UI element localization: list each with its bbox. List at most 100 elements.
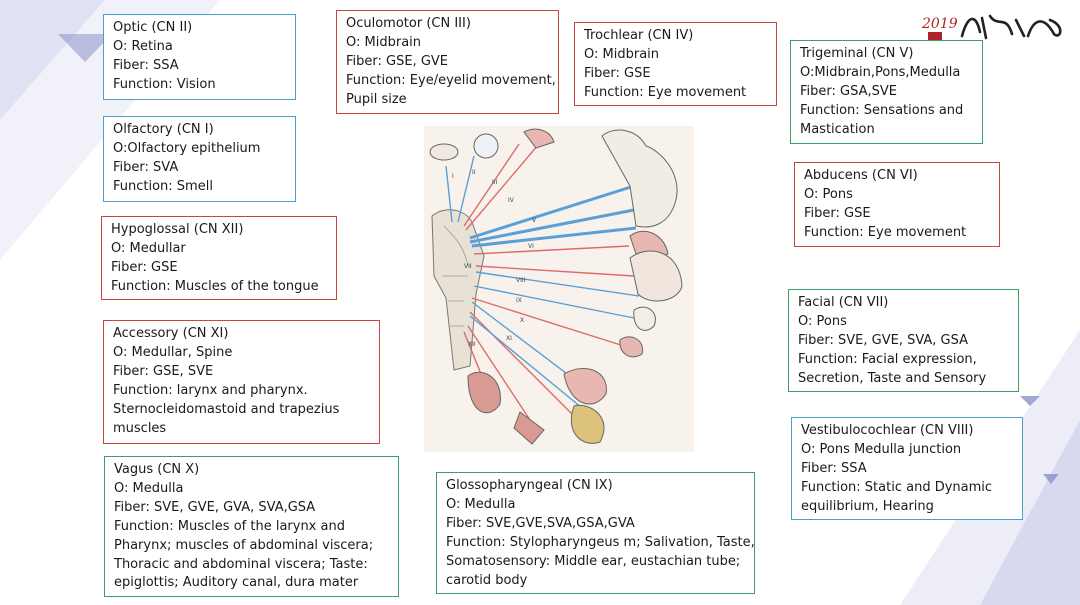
card-origin: O: Medullar, Spine [113,344,233,360]
card-function-cont: Thoracic and abdominal viscera; Taste: [114,556,368,572]
card-function: Function: Smell [113,178,213,194]
card-origin: O: Medulla [114,480,184,496]
card-function: Function: Eye movement [584,84,747,100]
card-fiber: Fiber: GSA,SVE [800,83,897,99]
label-x: X [520,317,524,324]
card-glossopharyngeal-cn-ix: Glossopharyngeal (CN IX) O: Medulla Fibe… [436,472,755,594]
card-oculomotor-cn-iii: Oculomotor (CN III) O: Midbrain Fiber: G… [336,10,559,114]
card-function: Function: Facial expression, [798,351,977,367]
label-xii: XII [468,341,476,348]
nerve-fiber-5c [471,226,637,248]
nerve-fiber-11 [467,325,535,427]
target-organs [429,128,683,445]
eye-muscles [523,128,555,149]
label-iii: III [492,179,498,186]
card-function: Function: Muscles of the tongue [111,278,319,294]
card-origin: O: Pons [804,186,853,202]
card-fiber: Fiber: GSE, GVE [346,53,449,69]
brand-logo: 2019 [921,14,1062,42]
card-title: Vagus (CN X) [114,462,200,477]
nerve-fibers [445,137,640,427]
card-title: Trochlear (CN IV) [584,28,694,43]
card-function-cont: equilibrium, Hearing [801,498,934,514]
card-function: Function: Eye movement [804,224,967,240]
card-function-cont: Mastication [800,121,875,137]
card-fiber: Fiber: SVE, GVE, GVA, SVA,GSA [114,499,316,515]
label-vii: VII [464,263,472,270]
nerve-fiber-5b [469,208,635,244]
small-triangle-top [58,34,112,62]
nerve-fiber-7b [475,271,640,297]
card-function-cont: carotid body [446,572,528,588]
olfactory-bulb [429,143,459,161]
card-fiber: Fiber: GSE [584,65,651,81]
nerve-fiber-8 [473,285,635,319]
nerve-fiber-6 [473,245,630,255]
card-title: Vestibulocochlear (CN VIII) [801,423,974,438]
card-function-cont: Pharynx; muscles of abdominal viscera; [114,537,374,553]
tongue-muscles [467,371,501,414]
card-origin: O: Midbrain [584,46,660,62]
card-trochlear-cn-iv: Trochlear (CN IV) O: Midbrain Fiber: GSE… [574,22,777,106]
nerve-fiber-2 [457,155,475,223]
card-function-cont: Somatosensory: Middle ear, eustachian tu… [446,553,741,569]
face-profile [601,129,678,228]
card-fiber: Fiber: SSA [801,460,867,476]
card-olfactory-cn-i: Olfactory (CN I) O:Olfactory epithelium … [103,116,296,202]
larynx-pharynx [563,368,607,405]
small-triangle-right-2 [1043,474,1059,484]
card-fiber: Fiber: SVA [113,159,179,175]
card-title: Olfactory (CN I) [113,122,214,137]
card-origin: O: Retina [113,38,173,54]
card-function: Function: Sensations and [800,102,964,118]
card-origin: O:Midbrain,Pons,Medulla [800,64,961,80]
card-facial-cn-vii: Facial (CN VII) O: Pons Fiber: SVE, GVE,… [788,289,1019,392]
inner-ear [633,306,656,331]
card-title: Glossopharyngeal (CN IX) [446,478,613,493]
parotid-gland [619,336,644,358]
card-title: Facial (CN VII) [798,295,889,310]
card-function: Function: Vision [113,76,216,92]
small-triangle-right-1 [1020,396,1040,406]
eyeball [473,133,499,159]
card-fiber: Fiber: GSE [804,205,871,221]
card-origin: O: Pons [798,313,847,329]
label-iv: IV [508,197,515,204]
label-xi: XI [506,335,512,342]
card-title: Optic (CN II) [113,20,193,35]
card-origin: O: Medulla [446,496,516,512]
card-function: Function: Stylopharyngeus m; Salivation,… [446,534,755,550]
card-fiber: Fiber: GSE [111,259,178,275]
card-trigeminal-cn-v: Trigeminal (CN V) O:Midbrain,Pons,Medull… [790,40,983,144]
cranial-nerves-figure: I II III IV V VI VII VIII IX X XI XII [424,126,694,452]
logo-year: 2019 [921,16,958,32]
card-fiber: Fiber: SSA [113,57,179,73]
label-ii: II [472,169,476,176]
card-fiber: Fiber: SVE, GVE, SVA, GSA [798,332,969,348]
card-title: Accessory (CN XI) [113,326,229,341]
card-function-cont: Sternocleidomastoid and trapezius [113,401,340,417]
card-title: Hypoglossal (CN XII) [111,222,244,237]
card-origin: O:Olfactory epithelium [113,140,261,156]
nerve-fiber-5a [469,184,635,240]
card-hypoglossal-cn-xii: Hypoglossal (CN XII) O: Medullar Fiber: … [101,216,337,300]
nerve-fiber-7a [475,265,635,277]
label-vi: VI [528,243,534,250]
logo-seal [928,32,942,42]
nerve-fiber-4 [465,137,545,231]
card-origin: O: Midbrain [346,34,422,50]
label-viii: VIII [516,277,526,284]
label-ix: IX [516,297,522,304]
logo-calligraphy [960,14,1062,40]
nerve-fiber-3 [463,143,520,227]
card-title: Oculomotor (CN III) [346,16,471,31]
card-function-cont: epiglottis; Auditory canal, dura mater [114,575,359,591]
card-origin: O: Medullar [111,240,186,256]
card-function: Function: Static and Dynamic [801,479,993,495]
card-origin: O: Pons Medulla junction [801,441,962,457]
card-function-cont: muscles [113,420,167,436]
card-title: Trigeminal (CN V) [800,46,914,61]
abdominal-viscera [570,404,605,444]
card-vagus-cn-x: Vagus (CN X) O: Medulla Fiber: SVE, GVE,… [104,456,399,597]
corner-triangle-bottom-right [980,420,1080,605]
